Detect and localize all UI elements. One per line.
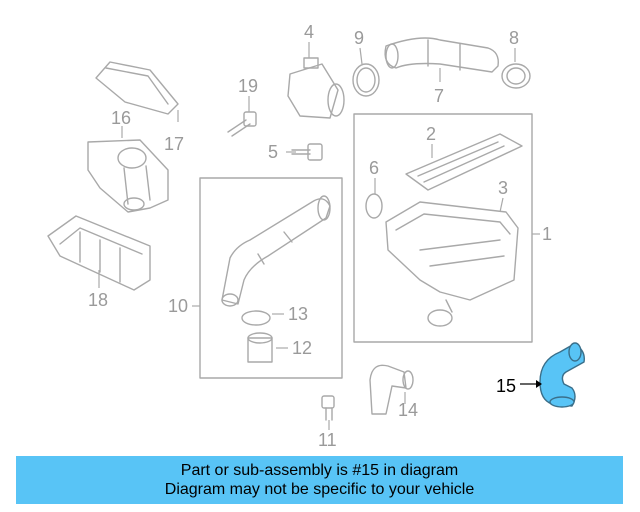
callout-6: 6	[369, 158, 379, 178]
callout-17: 17	[164, 134, 184, 154]
part-2-air-filter[interactable]	[405, 133, 523, 191]
callout-3: 3	[498, 178, 508, 198]
callout-11: 11	[318, 430, 337, 450]
part-15-hose[interactable]	[539, 342, 585, 408]
part-6-grommet[interactable]	[365, 193, 383, 219]
callout-9: 9	[354, 28, 364, 48]
part-16-intake-housing[interactable]	[87, 139, 169, 213]
callout-12: 12	[292, 338, 312, 358]
part-7-intake-hose[interactable]	[384, 37, 499, 73]
part-13-clamp[interactable]	[241, 310, 271, 326]
part-9-clamp[interactable]	[352, 63, 380, 97]
banner-line-1: Part or sub-assembly is #15 in diagram	[180, 462, 459, 479]
part-17-intake-cover[interactable]	[95, 61, 179, 115]
callout-4: 4	[304, 22, 314, 42]
part-14-breather-tube[interactable]	[369, 364, 414, 415]
callout-5: 5	[268, 142, 278, 162]
part-10-intake-tube[interactable]	[221, 195, 331, 307]
info-banner: Part or sub-assembly is #15 in diagram D…	[16, 456, 623, 504]
callout-2: 2	[426, 124, 436, 144]
part-5-bolt[interactable]	[291, 143, 323, 161]
callout-15: 15	[496, 376, 516, 396]
callout-8: 8	[509, 28, 519, 48]
part-3-air-cleaner-housing[interactable]	[385, 201, 519, 327]
callout-7: 7	[434, 86, 444, 106]
callout-14: 14	[398, 400, 418, 420]
part-12-coupler[interactable]	[247, 332, 273, 363]
callout-13: 13	[288, 304, 308, 324]
assembly-10-box	[199, 177, 343, 379]
part-8-clamp[interactable]	[501, 63, 531, 89]
part-19-bolt[interactable]	[227, 111, 257, 137]
banner-line-2: Diagram may not be specific to your vehi…	[164, 481, 475, 498]
callout-1: 1	[542, 224, 552, 244]
assembly-1-box	[353, 113, 533, 343]
callout-18: 18	[88, 290, 108, 310]
parts-diagram: 4 9 8 7 19 16 17 5 2 6 3 1 18 10 13 12 1…	[47, 22, 585, 450]
part-4-maf-sensor[interactable]	[287, 57, 345, 119]
part-18-air-guide[interactable]	[47, 215, 151, 291]
callout-10: 10	[168, 296, 188, 316]
part-11-bolt[interactable]	[321, 395, 335, 421]
callout-19: 19	[238, 76, 258, 96]
callout-16: 16	[111, 108, 131, 128]
